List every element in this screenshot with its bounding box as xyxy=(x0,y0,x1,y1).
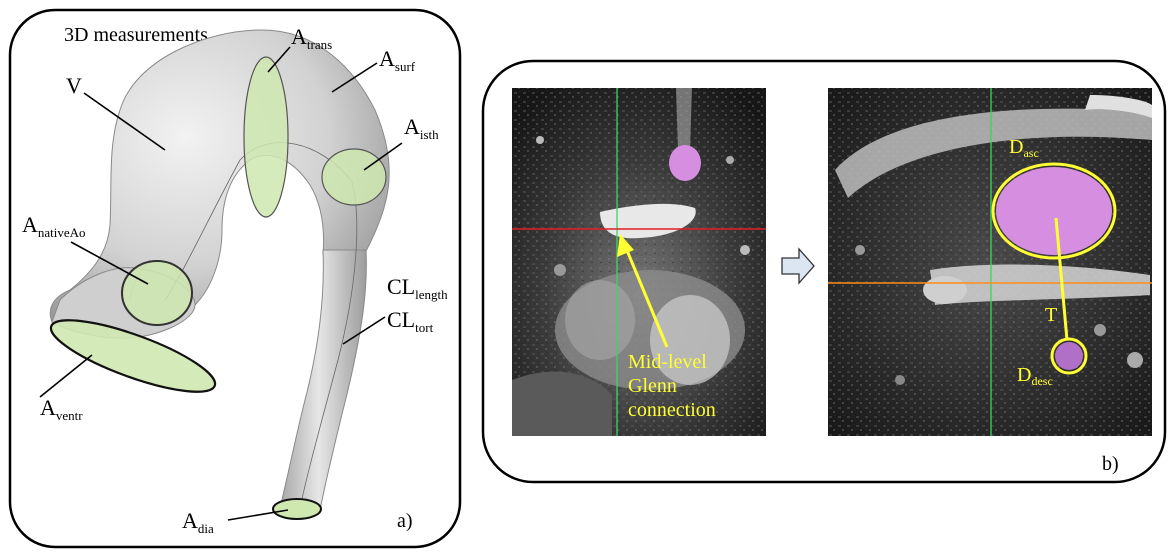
cut-plane-dia xyxy=(273,499,321,519)
panel-a-title: 3D measurements xyxy=(64,24,208,46)
label-V: V xyxy=(66,73,82,98)
label-T: T xyxy=(1045,304,1057,326)
segmentation-asc xyxy=(996,167,1112,255)
cut-plane-isth xyxy=(322,149,386,205)
cut-plane-trans xyxy=(244,57,288,217)
panel-a-letter: a) xyxy=(397,510,413,532)
segmentation-desc xyxy=(1055,342,1083,370)
segmentation-glenn xyxy=(669,145,701,181)
cut-plane-nativeAo xyxy=(122,261,192,325)
mri-image-axial xyxy=(828,88,1152,436)
panel-b-letter: b) xyxy=(1102,453,1119,475)
